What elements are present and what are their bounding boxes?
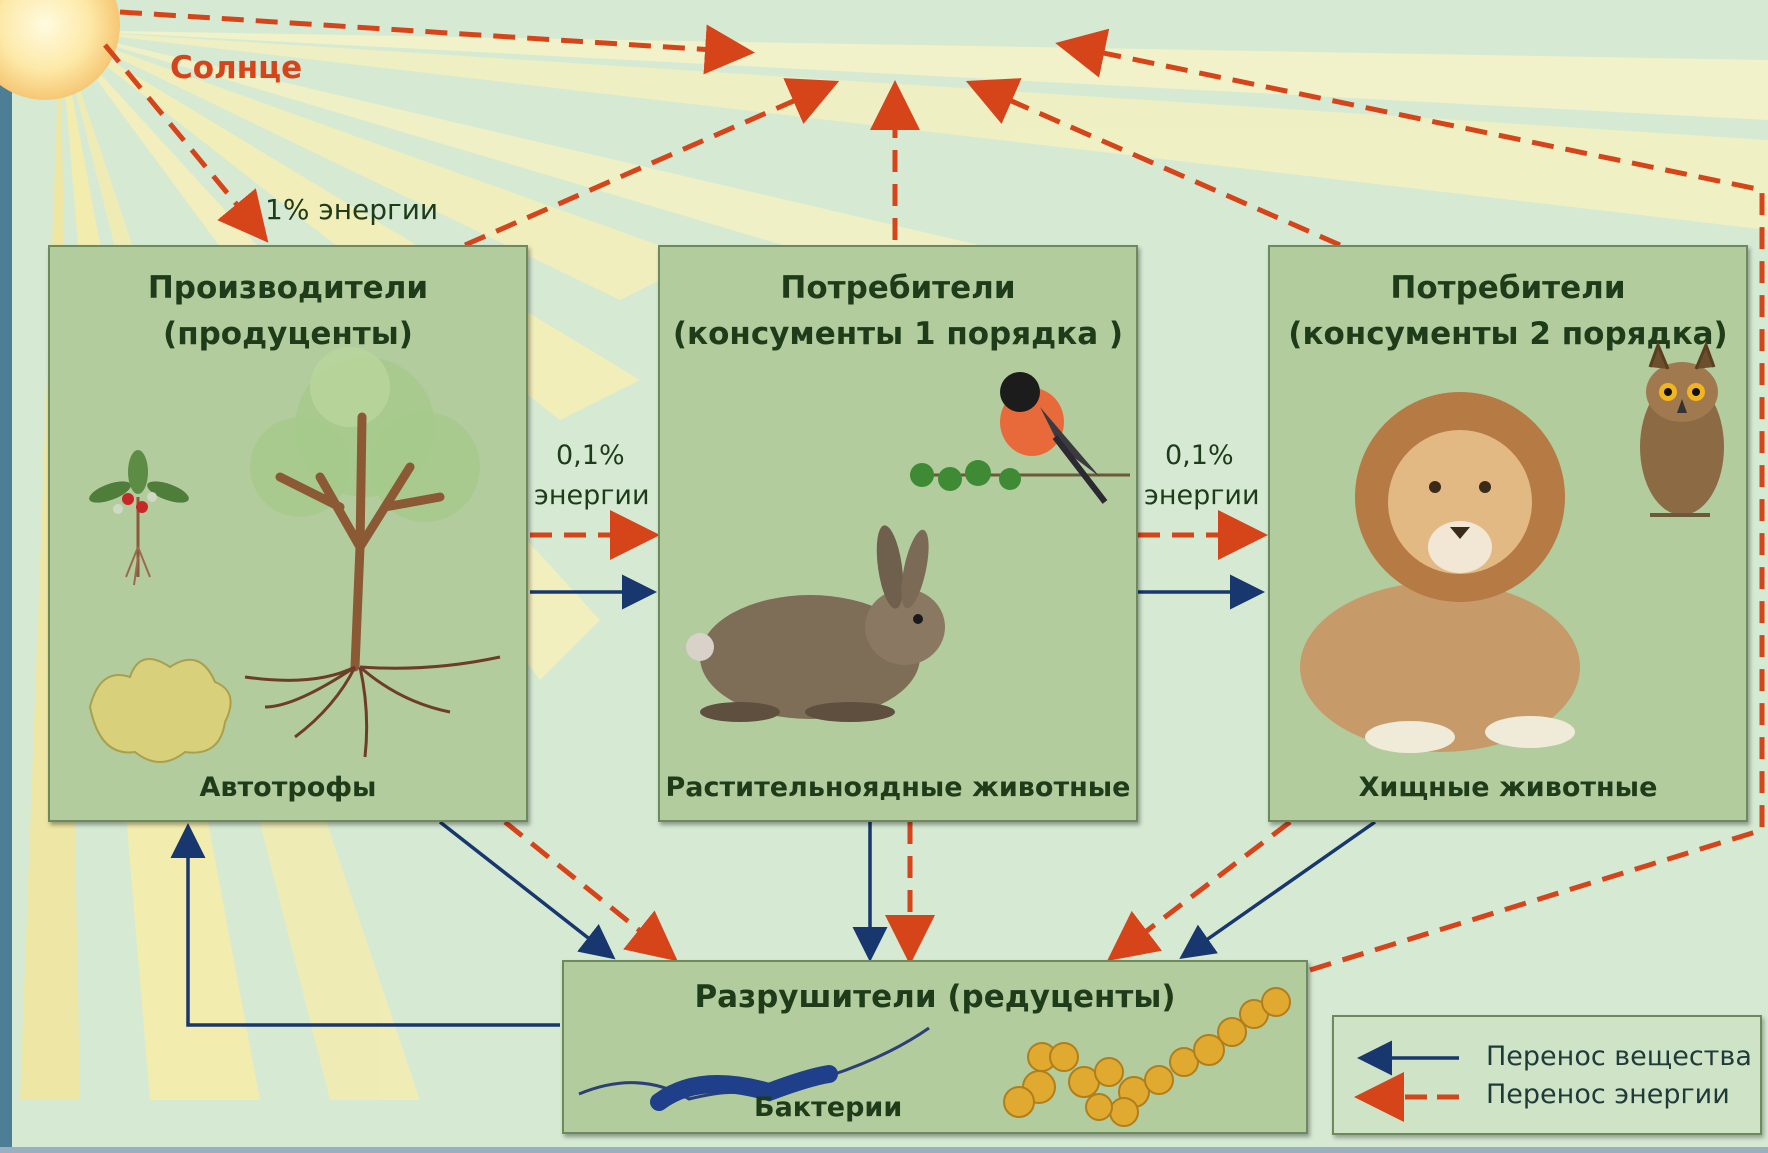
owl-icon: [1640, 345, 1724, 515]
consumers2-illustration: [1270, 247, 1750, 824]
consumers1-caption: Растительноядные животные: [660, 772, 1136, 803]
tree-icon: [245, 347, 500, 757]
sun-label: Солнце: [170, 50, 302, 86]
transfer-1-energy: энергии: [534, 480, 650, 511]
consumers2-caption: Хищные животные: [1270, 772, 1746, 803]
bottom-strip: [0, 1147, 1768, 1153]
decomposers-caption: Бактерии: [754, 1092, 902, 1123]
consumers1-box: Потребители (консументы 1 порядка ) Р: [658, 245, 1138, 822]
lichen-icon: [90, 659, 231, 762]
decomposers-box: Разрушители (редуценты) Бактерии: [562, 960, 1308, 1134]
lion-icon: [1300, 392, 1580, 753]
matter-arrow-consumers2-to-decomposers: [1185, 822, 1375, 955]
transfer-2-percent: 0,1%: [1165, 440, 1234, 471]
berry-plant-icon: [87, 450, 192, 585]
producers-caption: Автотрофы: [50, 772, 526, 803]
legend-energy-label: Перенос энергии: [1486, 1079, 1730, 1110]
rabbit-icon: [686, 524, 945, 722]
consumers2-box: Потребители (консументы 2 порядка) Хищны…: [1268, 245, 1748, 822]
bacteria-cocci-icon: [1004, 988, 1290, 1126]
transfer-2-energy: энергии: [1144, 480, 1260, 511]
producers-illustration: [50, 247, 530, 824]
consumers1-illustration: [660, 247, 1140, 824]
energy-arrow-producers-to-decomposers: [505, 822, 670, 955]
transfer-1-percent: 0,1%: [556, 440, 625, 471]
legend: Перенос вещества Перенос энергии: [1332, 1015, 1762, 1135]
decomposers-illustration: [564, 962, 1310, 1136]
energy-arrow-consumers2-to-decomposers: [1115, 822, 1290, 955]
sun-energy-label: 1% энергии: [265, 193, 438, 226]
producers-box: Производители (продуценты) Автотр: [48, 245, 528, 822]
bacterium-rod-icon: [579, 1028, 929, 1102]
legend-matter-label: Перенос вещества: [1486, 1041, 1752, 1072]
bullfinch-icon: [910, 372, 1130, 502]
